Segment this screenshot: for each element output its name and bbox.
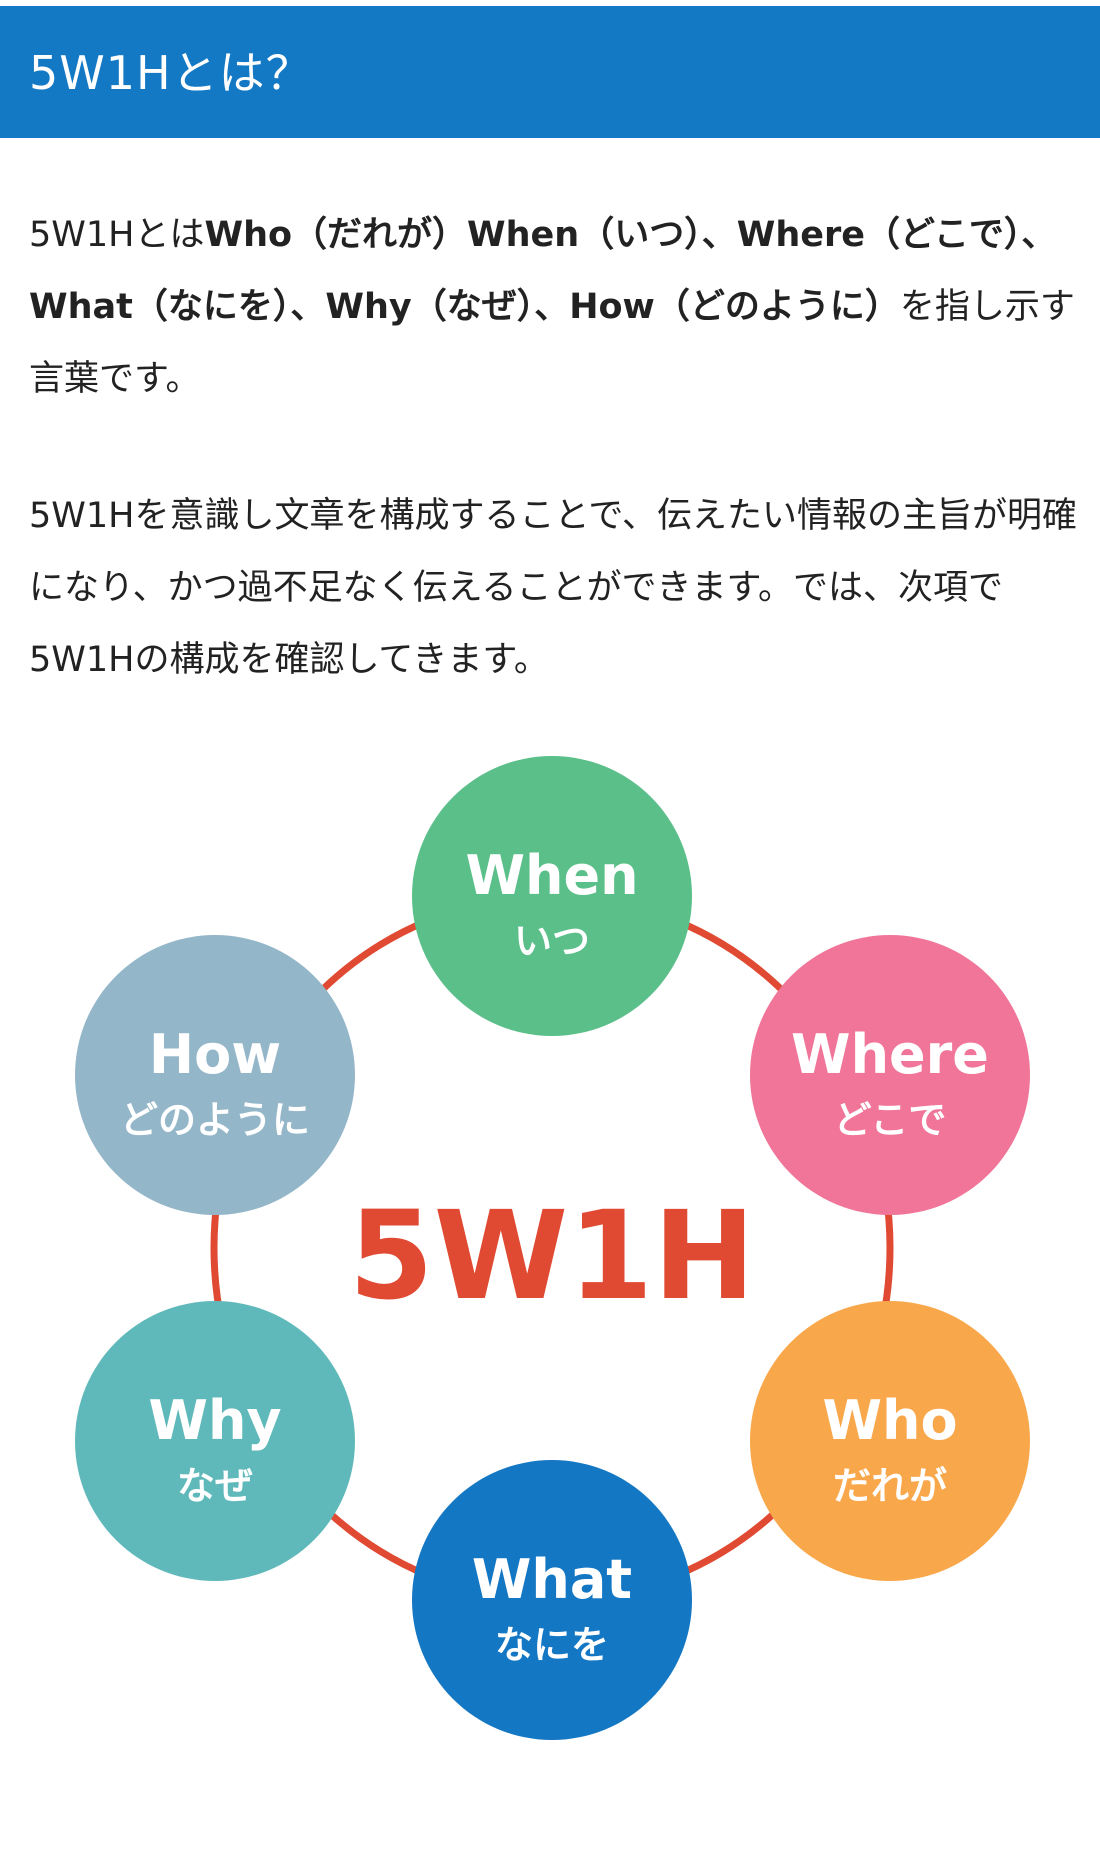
explanation-paragraph: 5W1Hを意識し文章を構成することで、伝えたい情報の主旨が明確になり、かつ過不足… <box>29 496 1078 680</box>
node-label-ja: なぜ <box>177 1464 253 1508</box>
node-circle <box>75 935 355 1215</box>
section-title: 5W1Hとは？ <box>29 46 313 100</box>
section-header: 5W1Hとは？ <box>0 6 1100 138</box>
node-circle <box>75 1301 355 1581</box>
intro-tail-text: を指し示す言葉です。 <box>29 287 1075 399</box>
node-label-en: Who <box>822 1389 957 1452</box>
node-when: When いつ <box>412 756 692 1036</box>
node-circle <box>750 935 1030 1215</box>
node-label-en: What <box>472 1548 632 1611</box>
node-who: Who だれが <box>750 1301 1030 1581</box>
node-label-ja: どこで <box>834 1098 947 1142</box>
node-circle <box>412 1460 692 1740</box>
node-circle <box>750 1301 1030 1581</box>
intro-bold-text: Who（だれが）When（いつ）、Where（どこで）、What（なにを）、Wh… <box>29 215 1057 327</box>
node-where: Where どこで <box>750 935 1030 1215</box>
intro-text: 5W1Hとは <box>29 215 205 255</box>
5w1h-diagram: 5W1H When いつ Where どこで Who だれが What なにを Why なぜ How… <box>75 756 1030 1740</box>
node-label-ja: いつ <box>514 919 590 963</box>
node-what: What なにを <box>412 1460 692 1740</box>
center-label: 5W1H <box>349 1185 755 1327</box>
node-label-en: Where <box>791 1023 989 1086</box>
node-label-en: How <box>149 1023 281 1086</box>
node-label-ja: だれが <box>833 1464 947 1508</box>
intro-paragraph: 5W1HとはWho（だれが）When（いつ）、Where（どこで）、What（な… <box>29 199 1079 415</box>
node-label-en: Why <box>148 1389 281 1452</box>
node-label-ja: なにを <box>495 1623 609 1667</box>
node-label-ja: どのように <box>120 1098 310 1142</box>
node-circle <box>412 756 692 1036</box>
node-label-en: When <box>465 844 638 907</box>
node-how: How どのように <box>75 935 355 1215</box>
node-why: Why なぜ <box>75 1301 355 1581</box>
